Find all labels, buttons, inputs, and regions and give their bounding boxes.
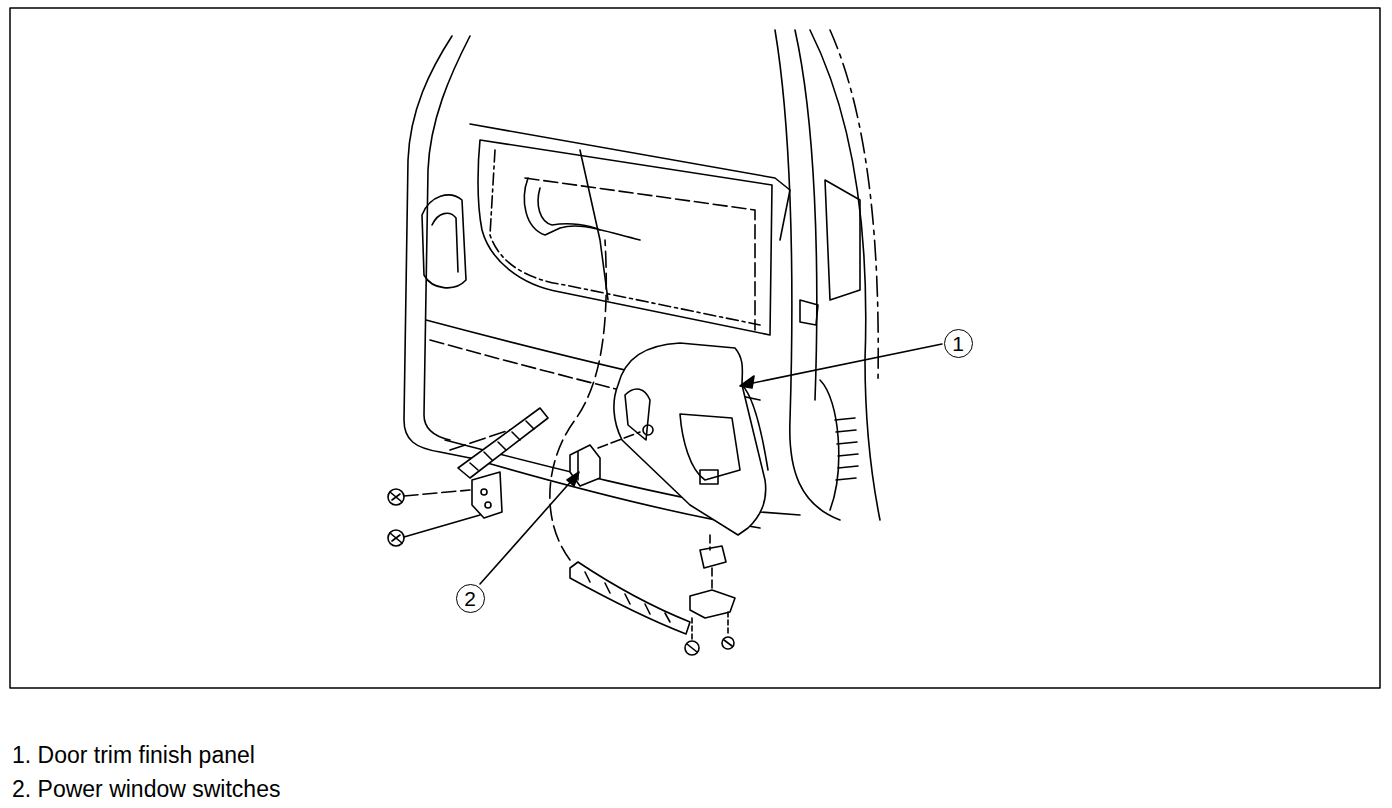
finish-panel <box>614 343 766 535</box>
leader-line <box>748 344 942 384</box>
hidden-line <box>598 432 640 448</box>
screw <box>388 489 404 505</box>
bracket-hole <box>485 502 491 508</box>
door-outline <box>404 36 470 458</box>
strip-hatch <box>470 421 534 470</box>
hidden-line <box>830 30 878 380</box>
pillar-line <box>795 30 817 400</box>
hidden-line <box>490 150 760 325</box>
door-top-edge <box>470 124 790 240</box>
pillar-line <box>810 30 880 520</box>
striker <box>800 300 818 325</box>
legend-caption: 2. Power window switches <box>12 776 280 804</box>
seal-ridges <box>835 418 858 480</box>
hidden-line <box>580 150 608 300</box>
sill-seal <box>820 380 839 510</box>
brackets-and-screws <box>388 240 735 655</box>
hidden-line <box>430 340 640 395</box>
trim-strip <box>458 408 548 478</box>
clip-hole <box>643 425 653 435</box>
trim-upper-panel <box>478 140 772 335</box>
hidden-line <box>525 178 755 330</box>
callout-number: 1 <box>952 333 964 354</box>
arrowhead <box>740 376 754 388</box>
hidden-line <box>692 612 728 640</box>
callout-circle: 2 <box>456 584 485 613</box>
hidden-line <box>550 240 606 560</box>
arrowhead <box>567 472 579 486</box>
leader-lines <box>480 344 942 584</box>
strip-hatch <box>585 572 670 622</box>
legend-caption: 1. Door trim finish panel <box>12 742 255 770</box>
body-pillar <box>775 30 880 520</box>
pillar-line <box>775 30 840 520</box>
callout-number: 2 <box>464 588 476 609</box>
door-handle-recess <box>524 178 640 240</box>
screw <box>388 530 404 546</box>
hidden-line <box>710 535 712 592</box>
panel-edge <box>742 385 768 470</box>
door-trim-finish-panel <box>614 343 768 535</box>
speaker-grille <box>422 195 466 288</box>
switch-block <box>700 546 726 568</box>
frame-border <box>10 8 1380 688</box>
callout-circle: 1 <box>944 329 973 358</box>
leader-line <box>480 478 574 584</box>
hidden-line <box>404 490 470 496</box>
trim-strip <box>570 562 690 634</box>
door-handle <box>538 188 600 230</box>
bracket-hole <box>481 489 487 495</box>
latch-plate <box>825 180 860 300</box>
screw <box>722 637 734 649</box>
bracket <box>472 472 502 518</box>
power-window-switches <box>570 432 726 592</box>
speaker-grille <box>432 213 458 272</box>
clip-hole <box>700 470 718 484</box>
hidden-line <box>404 515 480 537</box>
screw <box>685 641 699 655</box>
